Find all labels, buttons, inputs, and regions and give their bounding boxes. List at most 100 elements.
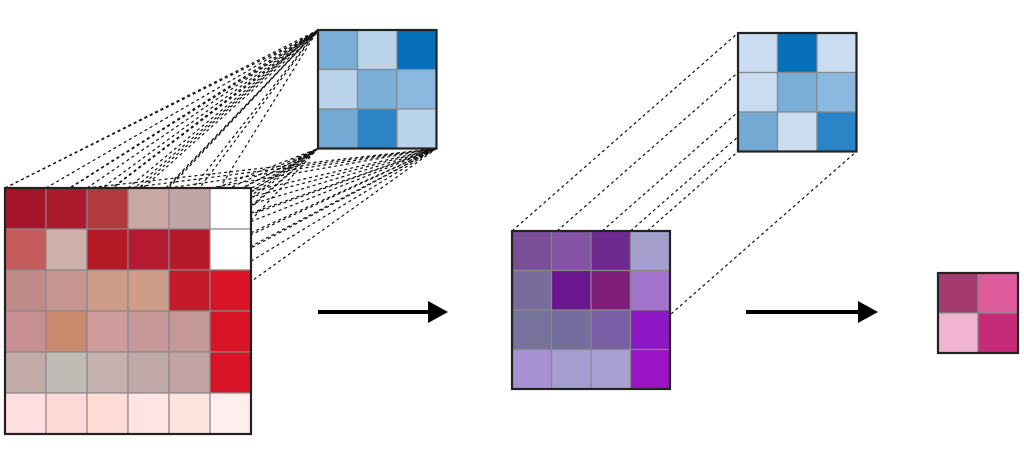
input-cell-5-0 <box>4 392 47 435</box>
kernel2-cell-1-2 <box>816 71 858 113</box>
output-cell-1-0 <box>937 312 979 354</box>
input-cell-2-2 <box>86 269 129 312</box>
input-cell-5-4 <box>168 392 211 435</box>
projection-line-b-14 <box>127 147 437 230</box>
output-grid <box>936 271 1020 355</box>
input-cell-4-5 <box>209 351 252 394</box>
kernel2-cell-1-0 <box>737 71 779 113</box>
right-arrow-icon-1 <box>318 301 448 323</box>
kernel1-cell-0-0 <box>317 29 359 71</box>
projection-line-a-28 <box>168 29 319 271</box>
feature-map-grid <box>510 229 672 391</box>
kernel2-cell-0-1 <box>776 32 818 74</box>
kernel2-cell-1-1 <box>776 71 818 113</box>
kernel-grid-2 <box>736 31 858 153</box>
feature-cell-2-3 <box>629 309 671 351</box>
projection-line-a-1 <box>45 29 319 189</box>
projection-line-b-38 <box>209 148 437 312</box>
input-cell-4-2 <box>86 351 129 394</box>
feature-border <box>510 229 672 391</box>
projection-line-b-3 <box>86 147 437 189</box>
kernel2-cell-2-0 <box>737 111 779 153</box>
kernel2-cell-2-2 <box>816 111 858 153</box>
feature-cell-3-3 <box>629 348 671 390</box>
output-border <box>936 271 1020 355</box>
input-cell-1-5 <box>209 228 252 271</box>
projection-line-b-35 <box>127 147 437 312</box>
kernel2-border <box>736 31 858 153</box>
input-cell-5-1 <box>45 392 88 435</box>
projection-line-b-33 <box>86 147 437 312</box>
kernel1-cell-1-0 <box>317 68 359 110</box>
projection-line-a-2 <box>86 29 319 189</box>
kernel1-cell-2-1 <box>356 108 398 150</box>
kernel1-border <box>316 28 438 150</box>
input-cell-5-3 <box>127 392 170 435</box>
input-cell-0-4 <box>168 187 211 230</box>
feature-cell-0-3 <box>629 230 671 272</box>
input-cell-3-2 <box>86 310 129 353</box>
kernel2-cell-0-0 <box>737 32 779 74</box>
input-cell-4-3 <box>127 351 170 394</box>
input-cell-0-3 <box>127 187 170 230</box>
input-cell-0-0 <box>4 187 47 230</box>
projection-line-e-0 <box>511 32 739 232</box>
input-cell-2-4 <box>168 269 211 312</box>
projection-line-b-5 <box>127 147 437 189</box>
feature-cell-3-1 <box>550 348 592 390</box>
input-cell-2-5 <box>209 269 252 312</box>
projection-line-b-17 <box>209 147 437 230</box>
feature-cell-1-3 <box>629 269 671 311</box>
input-cell-1-2 <box>86 228 129 271</box>
feature-cell-2-1 <box>550 309 592 351</box>
input-border <box>3 186 253 436</box>
input-cell-1-3 <box>127 228 170 271</box>
kernel1-cell-1-2 <box>396 68 438 110</box>
feature-cell-0-1 <box>550 230 592 272</box>
arrows <box>318 301 878 323</box>
kernel1-cell-0-2 <box>396 29 438 71</box>
input-cell-5-5 <box>209 392 252 435</box>
input-cell-4-4 <box>168 351 211 394</box>
feature-cell-1-2 <box>590 269 632 311</box>
feature-cell-2-0 <box>511 309 553 351</box>
projection-line-b-37 <box>168 147 437 312</box>
projection-line-d-3 <box>4 31 319 312</box>
output-cell-1-1 <box>977 312 1019 354</box>
input-cell-3-3 <box>127 310 170 353</box>
input-cell-1-4 <box>168 228 211 271</box>
feature-cell-1-0 <box>511 269 553 311</box>
kernel-grid-1 <box>316 28 438 150</box>
input-cell-3-0 <box>4 310 47 353</box>
kernel1-cell-2-2 <box>396 108 438 150</box>
kernel1-cell-2-0 <box>317 108 359 150</box>
input-cell-1-0 <box>4 228 47 271</box>
feature-cell-2-2 <box>590 309 632 351</box>
input-cell-2-1 <box>45 269 88 312</box>
projection-line-a-0 <box>4 29 319 189</box>
input-cell-2-0 <box>4 269 47 312</box>
input-cell-3-1 <box>45 310 88 353</box>
projection-line-b-16 <box>168 147 437 230</box>
projection-line-a-4 <box>127 29 319 189</box>
input-grid <box>3 186 253 436</box>
feature-cell-1-1 <box>550 269 592 311</box>
input-cell-0-1 <box>45 187 88 230</box>
projection-line-c-34 <box>86 148 319 312</box>
kernel1-cell-1-1 <box>356 68 398 110</box>
output-cell-0-1 <box>977 272 1019 314</box>
input-cell-0-5 <box>209 187 252 230</box>
feature-cell-3-2 <box>590 348 632 390</box>
right-arrow-icon-2 <box>746 301 878 323</box>
input-cell-3-4 <box>168 310 211 353</box>
output-cell-0-0 <box>937 272 979 314</box>
input-cell-5-2 <box>86 392 129 435</box>
projection-line-b-8 <box>209 147 437 189</box>
kernel2-cell-0-2 <box>816 32 858 74</box>
feature-cell-3-0 <box>511 348 553 390</box>
feature-cell-0-2 <box>590 230 632 272</box>
feature-cell-0-0 <box>511 230 553 272</box>
projection-line-d-0 <box>4 31 319 189</box>
